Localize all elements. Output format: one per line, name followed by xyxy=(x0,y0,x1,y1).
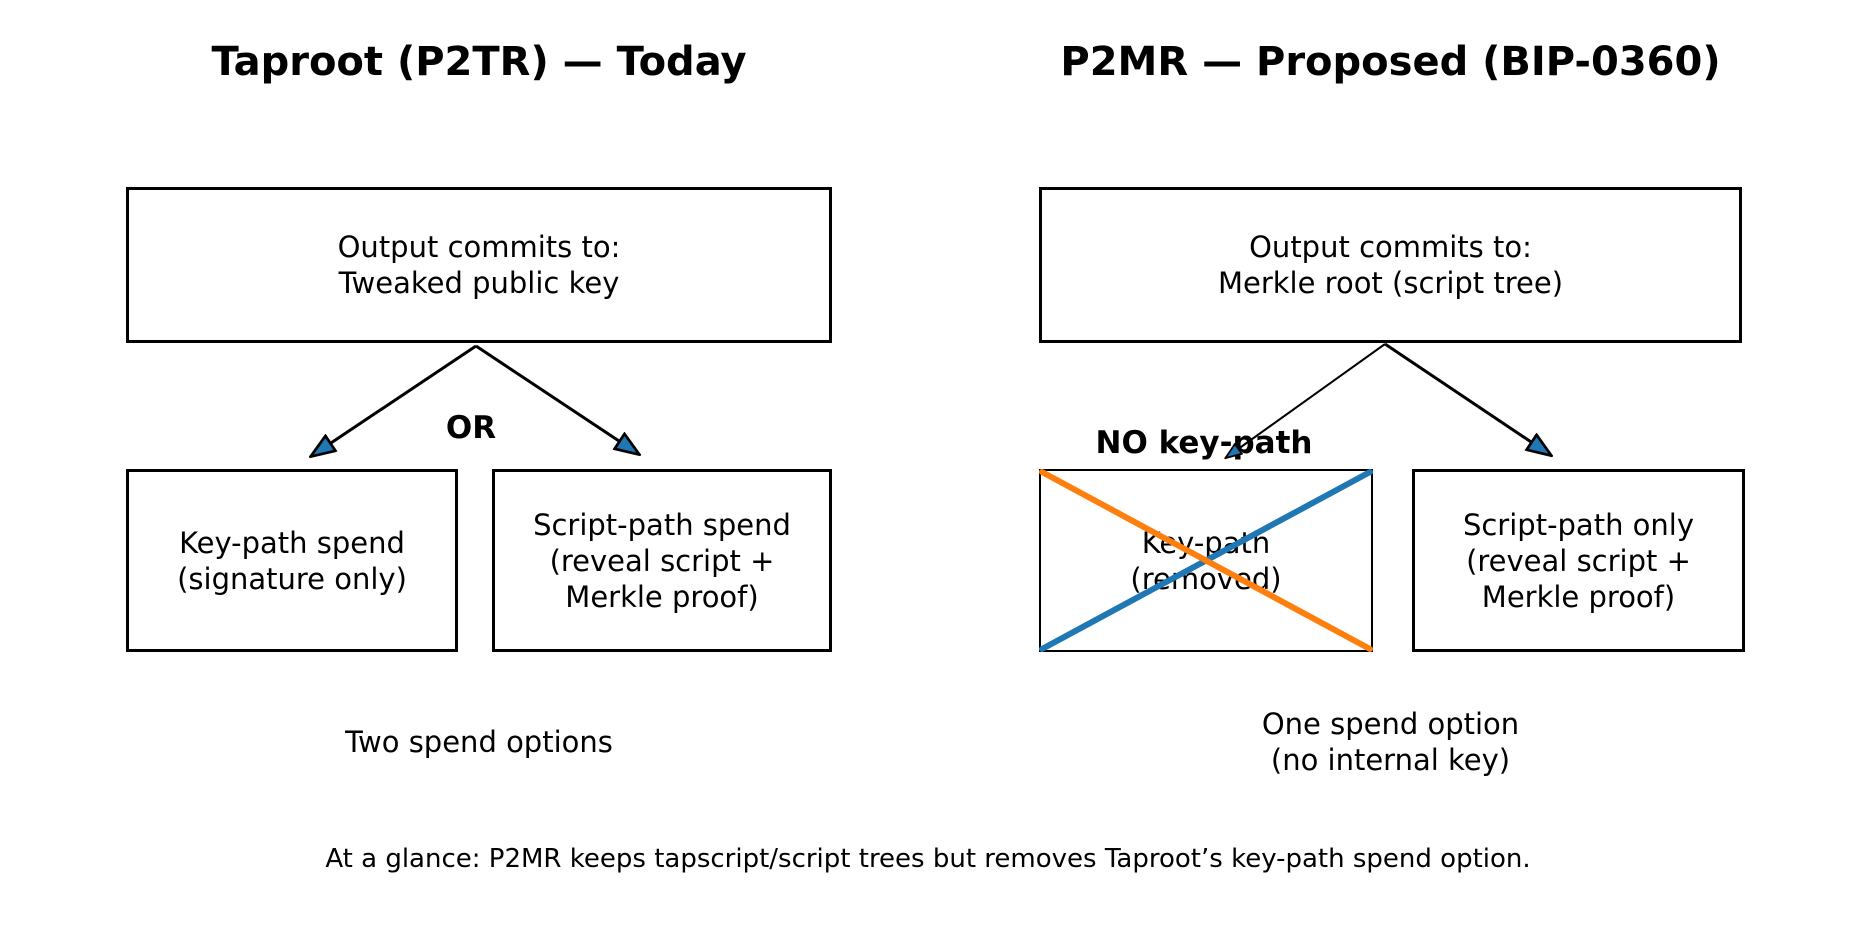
left-panel-caption: Two spend options xyxy=(345,725,613,759)
right-panel-caption-line2: (no internal key) xyxy=(1270,743,1511,777)
footer-summary-text: At a glance: P2MR keeps tapscript/script… xyxy=(325,844,1531,874)
no-keypath-label: NO key-path xyxy=(1095,425,1313,461)
right-panel-title: P2MR — Proposed (BIP-0360) xyxy=(1060,39,1721,85)
left-top-box-line2: Tweaked public key xyxy=(338,266,620,300)
right-top-box-line2: Merkle root (script tree) xyxy=(1217,266,1564,300)
left-top-box-line1: Output commits to: xyxy=(337,230,621,264)
right-panel-caption: One spend option (no internal key) xyxy=(1039,706,1742,778)
left-scriptpath-box-line1: Script-path spend xyxy=(533,507,791,542)
or-label: OR xyxy=(445,410,497,446)
left-scriptpath-box-line2: (reveal script + xyxy=(549,543,775,578)
right-top-box-line1: Output commits to: xyxy=(1249,230,1532,264)
left-keypath-box-line1: Key-path spend xyxy=(179,525,405,560)
right-top-box: Output commits to: Merkle root (script t… xyxy=(1039,187,1742,343)
right-keypath-removed-line2: (removed) xyxy=(1130,561,1282,596)
left-keypath-box-line2: (signature only) xyxy=(177,561,407,596)
right-panel-caption-line1: One spend option xyxy=(1261,707,1520,741)
left-top-box: Output commits to: Tweaked public key xyxy=(126,187,832,343)
right-keypath-removed-box: Key-path (removed) xyxy=(1039,469,1373,652)
left-panel-title: Taproot (P2TR) — Today xyxy=(211,39,747,85)
right-arrow-to-scriptpath xyxy=(1384,342,1549,454)
right-scriptpath-box-line1: Script-path only xyxy=(1462,507,1695,542)
right-scriptpath-box-line3: Merkle proof) xyxy=(1481,579,1676,614)
right-scriptpath-box-line2: (reveal script + xyxy=(1466,543,1691,578)
left-keypath-box: Key-path spend (signature only) xyxy=(126,469,458,652)
right-keypath-removed-line1: Key-path xyxy=(1141,525,1271,560)
left-scriptpath-box-line3: Merkle proof) xyxy=(565,579,759,614)
right-scriptpath-box: Script-path only (reveal script + Merkle… xyxy=(1412,469,1745,652)
left-scriptpath-box: Script-path spend (reveal script + Merkl… xyxy=(492,469,832,652)
